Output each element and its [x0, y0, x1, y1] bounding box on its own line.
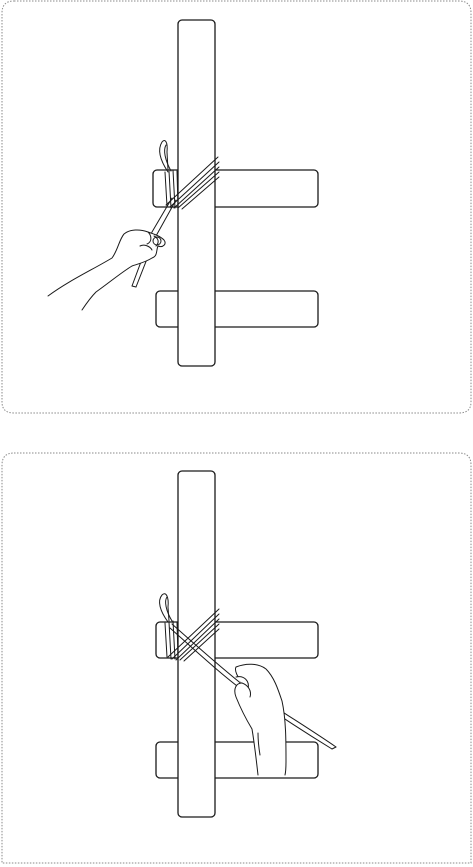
diagram-panel-top	[0, 0, 473, 416]
panel-top-drawing	[1, 0, 472, 414]
panel-frame	[1, 0, 472, 414]
diagram-panel-bottom	[0, 449, 473, 865]
lashing-turns	[159, 139, 220, 210]
panel-bottom-drawing	[1, 452, 472, 864]
panel-frame	[1, 452, 472, 864]
vertical-pole	[177, 470, 216, 818]
vertical-pole	[177, 19, 216, 367]
hand-pulling-rope-icon	[234, 663, 287, 776]
hand-holding-rope-icon	[47, 229, 166, 311]
